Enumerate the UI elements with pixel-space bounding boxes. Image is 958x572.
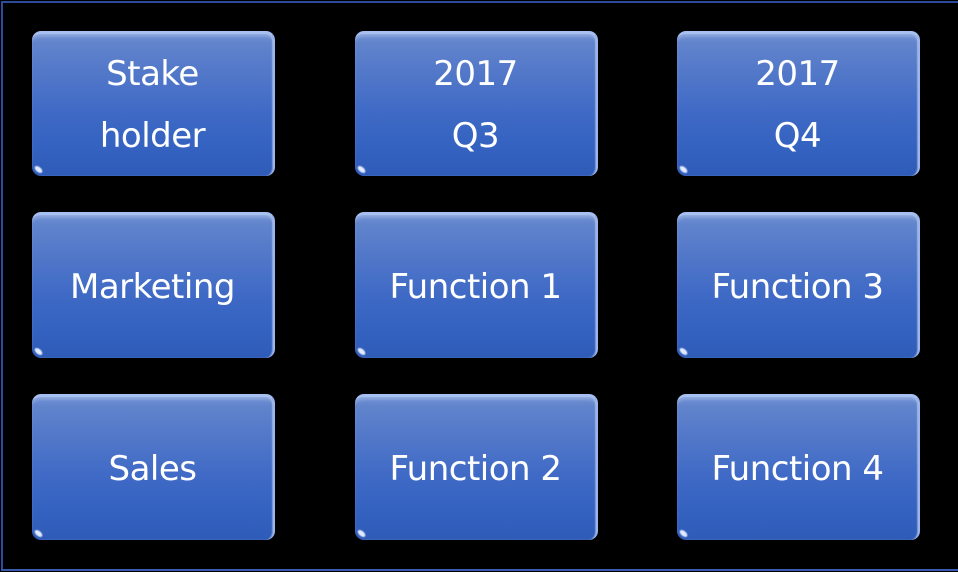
- tile-text-line: 2017: [755, 54, 840, 94]
- tile-2017-q3-header: 2017 Q3: [355, 31, 598, 176]
- corner-highlight: [678, 528, 689, 539]
- tile-function-4: Function 4: [677, 394, 920, 540]
- frame-border-left: [1, 1, 3, 571]
- corner-highlight: [678, 164, 689, 175]
- corner-highlight: [678, 346, 689, 357]
- tile-text-line: Marketing: [70, 266, 235, 307]
- corner-highlight: [356, 528, 367, 539]
- tile-marketing: Marketing: [32, 212, 275, 358]
- tile-text-line: Function 2: [389, 448, 562, 489]
- tile-text-line: Function 3: [711, 266, 884, 307]
- tile-text-line: holder: [99, 116, 206, 156]
- corner-highlight: [356, 164, 367, 175]
- tile-text-line: Function 1: [389, 266, 562, 307]
- corner-highlight: [33, 164, 44, 175]
- corner-highlight: [33, 346, 44, 357]
- frame-border-top: [1, 1, 958, 3]
- tile-text-line: Stake: [106, 54, 199, 94]
- frame-border-bottom: [1, 569, 958, 571]
- corner-highlight: [356, 346, 367, 357]
- tile-function-1: Function 1: [355, 212, 598, 358]
- tile-text-line: Q4: [773, 116, 822, 156]
- tile-text-line: Q3: [451, 116, 500, 156]
- tile-text-line: Sales: [108, 448, 198, 489]
- tile-text-line: Function 4: [711, 448, 884, 489]
- tile-text-line: 2017: [433, 54, 518, 94]
- tile-function-2: Function 2: [355, 394, 598, 540]
- tile-stakeholder-header: Stake holder: [32, 31, 275, 176]
- tile-sales: Sales: [32, 394, 275, 540]
- tile-2017-q4-header: 2017 Q4: [677, 31, 920, 176]
- corner-highlight: [33, 528, 44, 539]
- tile-function-3: Function 3: [677, 212, 920, 358]
